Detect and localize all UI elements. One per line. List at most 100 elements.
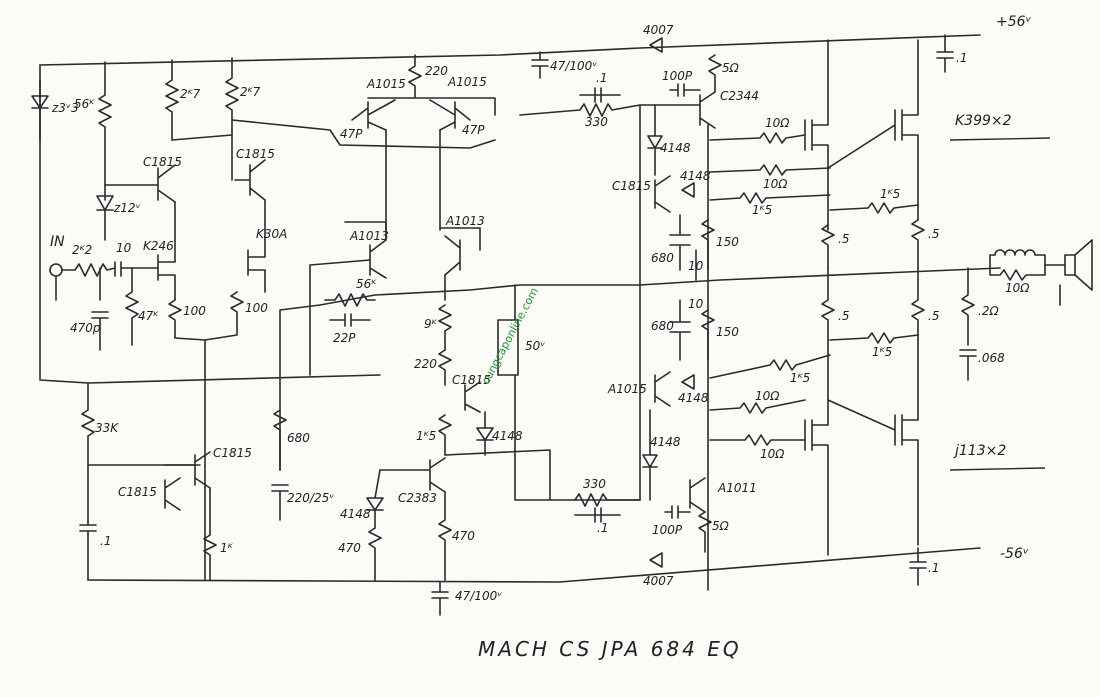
label-c2344: C2344: [720, 89, 759, 103]
resistor-5a: [708, 54, 722, 93]
zener-12v: [96, 195, 114, 241]
capacitor-50v: [497, 284, 519, 451]
label-r10a: 10Ω: [765, 116, 790, 130]
resistor-1k5c: [709, 354, 831, 379]
driver-vertical: [639, 104, 709, 591]
resistor-33k: [81, 382, 201, 466]
resistor-100a: [168, 299, 206, 341]
label-c10b: 10: [688, 297, 704, 311]
label-c680b: 680: [651, 319, 674, 333]
label-c068: .068: [978, 351, 1005, 365]
transistor-a1015a: [351, 99, 396, 131]
underline-j113: [949, 467, 1046, 471]
transistor-c1815a: [139, 164, 176, 203]
capacitor-680-10b: [669, 299, 691, 361]
capacitor-p1a: [79, 464, 97, 581]
label-r9k: 9ᴷ: [424, 317, 438, 331]
resistor-10b: [709, 164, 831, 176]
label-a1013b: A1013: [445, 214, 485, 228]
label-r220b: 220: [414, 357, 437, 371]
label-c47v100b: 47/100ᵛ: [455, 589, 502, 603]
resistor-220a: [367, 54, 496, 116]
resistor-56k2: [324, 293, 376, 327]
input-shunt: [91, 267, 139, 351]
transistor-a1015c: [654, 371, 671, 407]
transistor-c2344: [699, 91, 716, 129]
capacitor-p1e: [909, 547, 927, 586]
mirror-wires: [231, 119, 496, 231]
resistor-56k: [98, 61, 112, 201]
positive-rail: [39, 34, 981, 66]
label-r47k: 47ᴷ: [138, 309, 159, 323]
label-r10d: 10Ω: [760, 447, 785, 461]
label-j113: j113×2: [953, 443, 1006, 459]
label-d4148f: 4148: [650, 435, 681, 449]
label-r1k5e: 1ᴷ5: [872, 345, 892, 359]
label-r1k5b: 1ᴷ5: [752, 203, 772, 217]
label-r2k2: 2ᴷ2: [72, 243, 92, 257]
label-r05b: .5: [928, 227, 939, 241]
diode-4007a: [649, 37, 663, 53]
diode-4148e: [681, 374, 695, 390]
label-c1815c: C1815: [452, 373, 491, 387]
label-c1815e: C1815: [118, 485, 157, 499]
label-r150b: 150: [716, 325, 739, 339]
resistor-100b: [204, 291, 244, 581]
label-d4148b: 4148: [340, 507, 371, 521]
resistor-10a: [709, 132, 806, 144]
underline-k399: [949, 137, 1051, 141]
label-r1k5a: 1ᴷ5: [416, 429, 436, 443]
label-k246: K246: [143, 239, 174, 253]
transistor-c1815e: [164, 477, 181, 511]
label-r1k5c: 1ᴷ5: [790, 371, 810, 385]
label-c220: 220/25ᵛ: [287, 491, 334, 505]
transistor-c1815c: [464, 381, 481, 413]
transistor-a1013b: [439, 227, 481, 276]
transistor-c1815f: [654, 175, 671, 213]
label-d4007a: 4007: [643, 23, 674, 37]
rail-positive-label: +56ᵛ: [996, 14, 1032, 30]
feedback-wires: [279, 259, 1001, 471]
label-r470a: 470: [338, 541, 361, 555]
vas-wires: [444, 449, 641, 501]
resistor-5b: [698, 511, 712, 553]
label-r10b: 10Ω: [763, 177, 788, 191]
resistor-680: [271, 409, 289, 521]
input-jack: [49, 263, 63, 277]
left-feedback-wire: [39, 64, 381, 384]
label-c47pa: 47P: [340, 127, 363, 141]
diode-4007b: [649, 552, 663, 568]
label-r10out: 10Ω: [1005, 281, 1030, 295]
label-d4148a: 4148: [492, 429, 523, 443]
resistor-220b: [438, 349, 452, 386]
label-r5a: 5Ω: [722, 61, 740, 75]
label-r05c: .5: [838, 309, 849, 323]
label-c1815f: C1815: [612, 179, 651, 193]
label-r56k2: 56ᴷ: [356, 277, 377, 291]
diode-4148f: [642, 409, 658, 501]
label-r220a: 220: [425, 64, 448, 78]
label-r330a: 330: [585, 115, 608, 129]
capacitor-100pb: [664, 505, 691, 519]
transistor-c2383: [379, 457, 446, 493]
resistor-330a: [519, 87, 701, 117]
label-cp1a: .1: [100, 534, 111, 548]
label-a1013a: A1013: [349, 229, 389, 243]
label-d4148c: 4148: [660, 141, 691, 155]
capacitor-068: [959, 349, 977, 381]
label-c10a: 10: [688, 259, 704, 273]
label-r5b: 5Ω: [712, 519, 730, 533]
jfet-k246: [157, 239, 176, 301]
resistor-2k7b: [225, 57, 239, 131]
label-c10: 10: [116, 241, 132, 255]
resistor-2k7a: [165, 59, 179, 141]
label-r470b: 470: [452, 529, 475, 543]
resistor-330b: [574, 493, 641, 523]
label-r2: .2Ω: [978, 304, 999, 318]
label-r56k: 56ᴷ: [74, 97, 95, 111]
label-d4007b: 4007: [643, 574, 674, 588]
output-inductor: [989, 249, 1046, 281]
label-k30a: K30A: [256, 227, 287, 241]
